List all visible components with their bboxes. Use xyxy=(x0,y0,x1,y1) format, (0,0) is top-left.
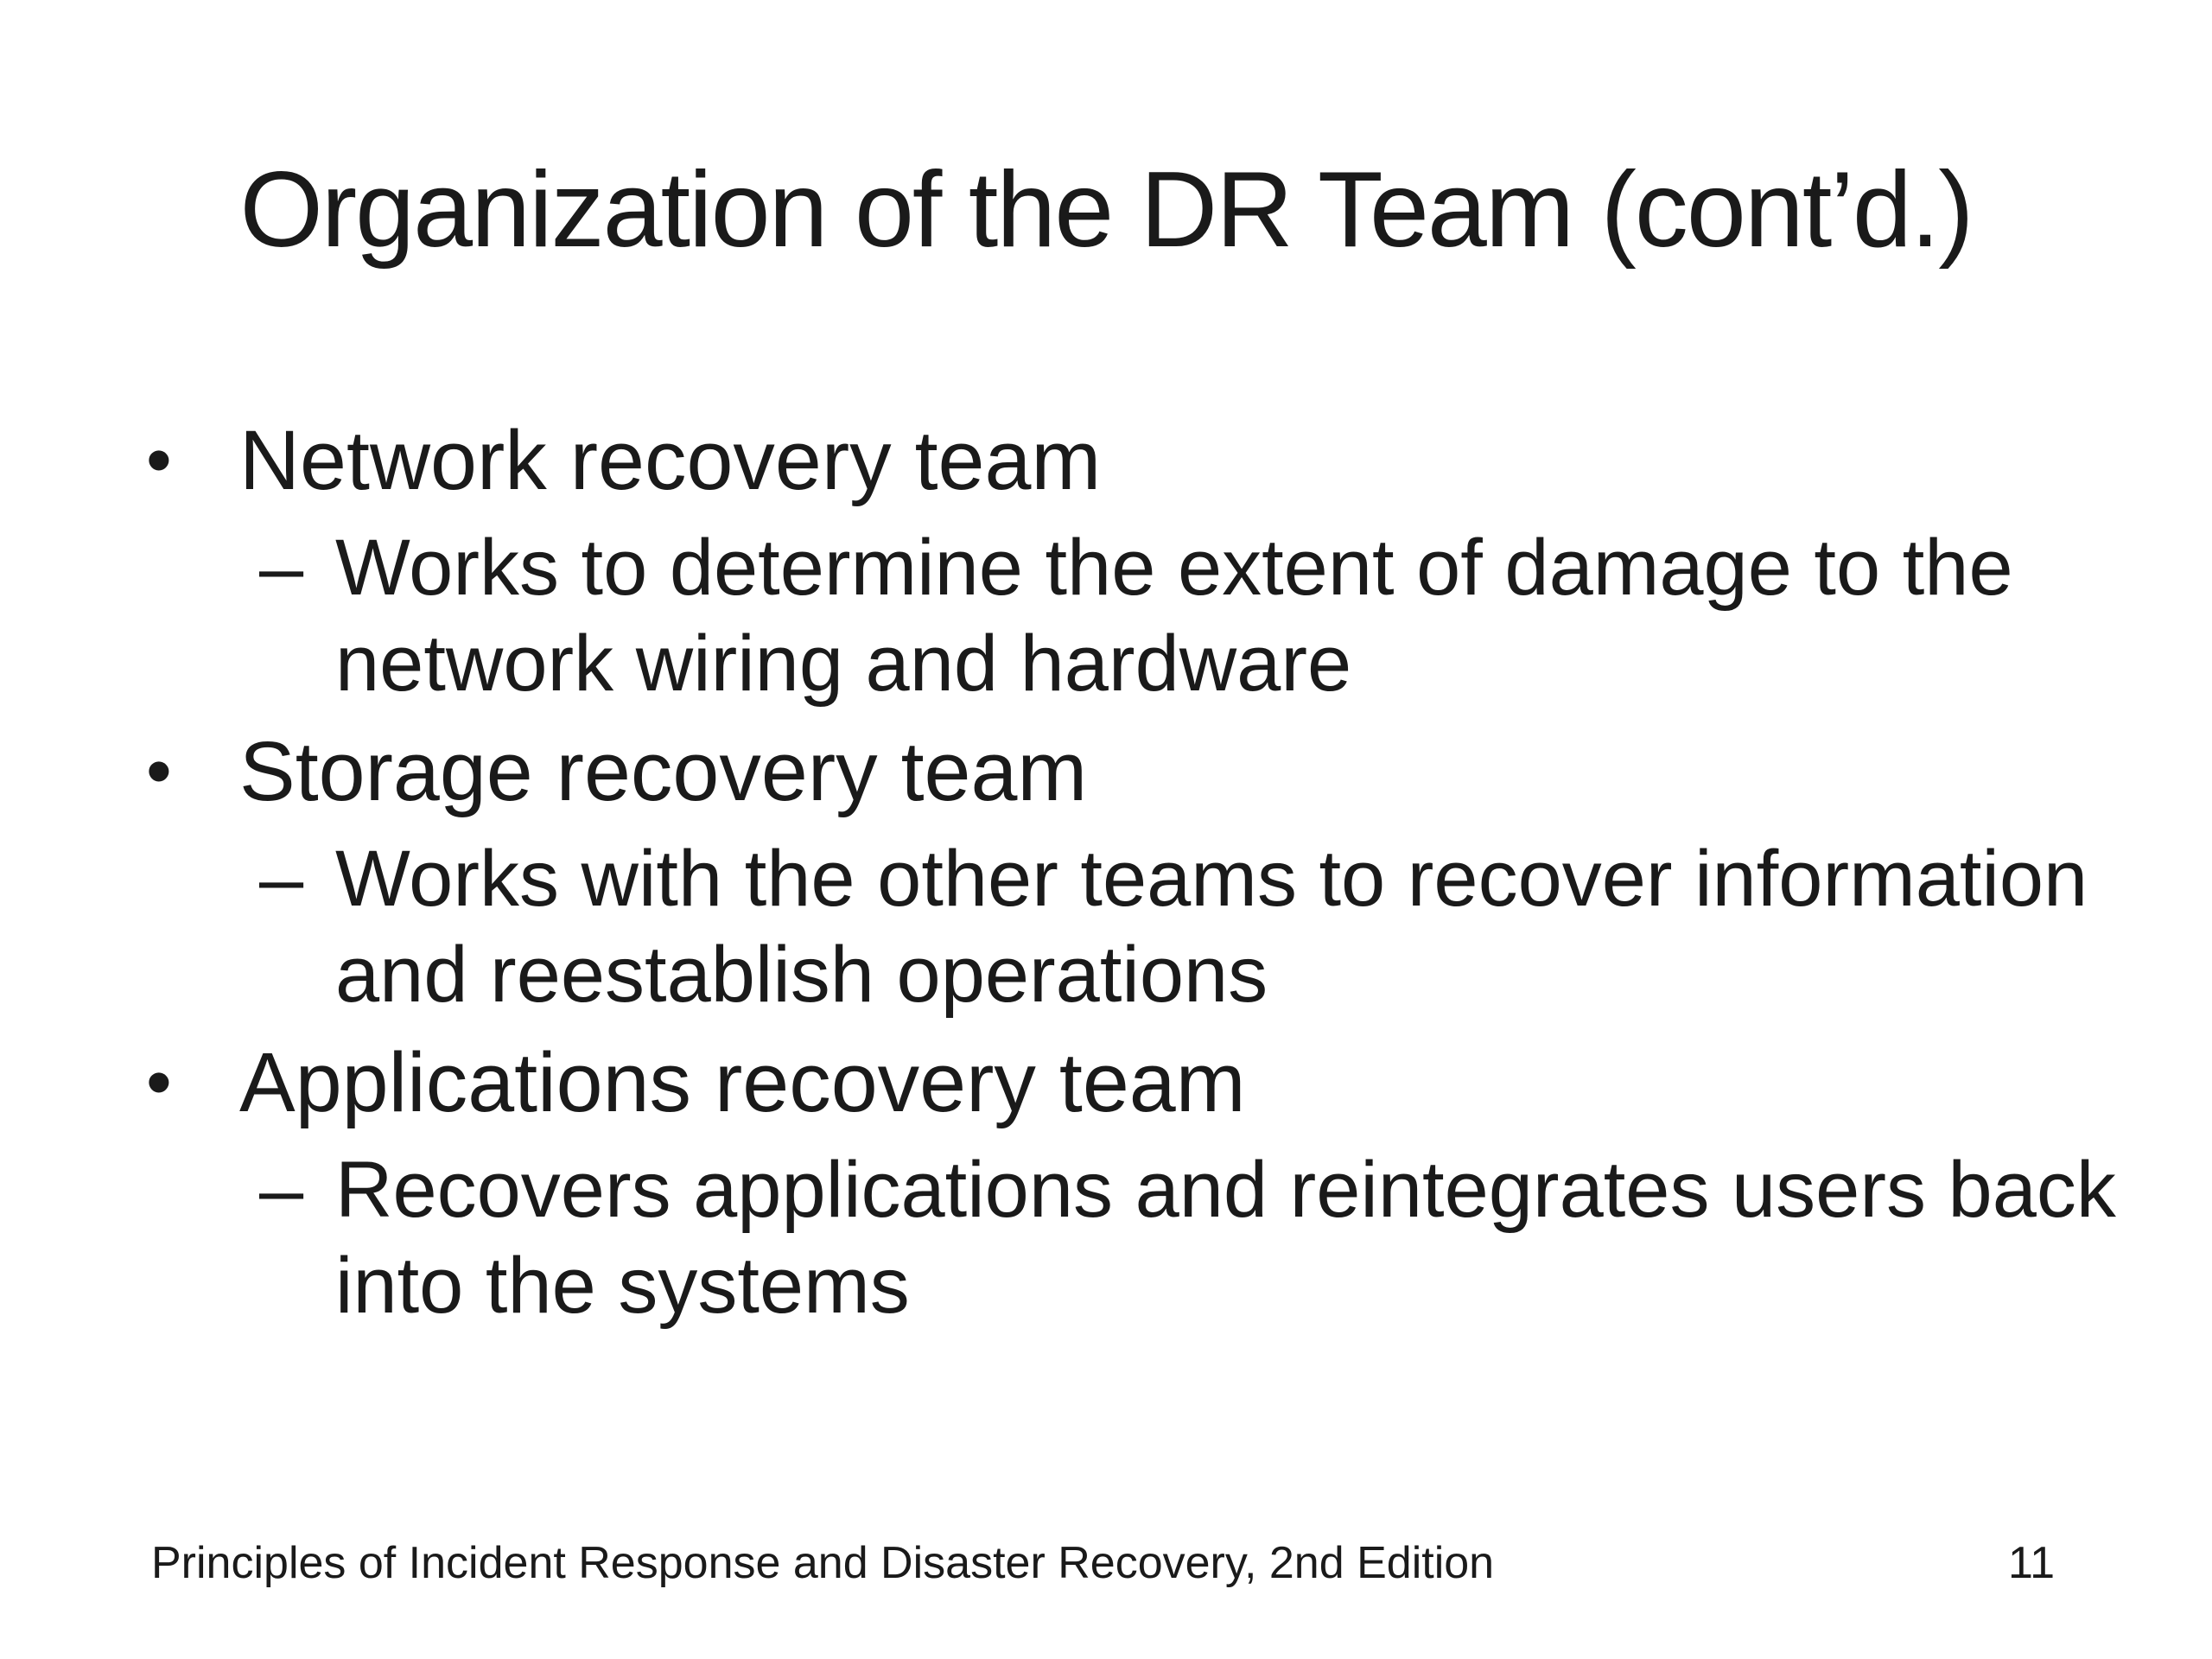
page-number: 11 xyxy=(2008,1538,2055,1588)
sub-bullet-text: Recovers applications and reintegrates u… xyxy=(335,1142,2116,1334)
bullet-item: • Applications recovery team xyxy=(143,1028,2056,1137)
sub-bullet-line: Works with the other teams to recover in… xyxy=(335,835,2088,923)
sub-bullet-text: Works with the other teams to recover in… xyxy=(335,831,2088,1023)
bullet-marker-icon: • xyxy=(146,730,172,812)
footer-title: Principles of Incident Response and Disa… xyxy=(151,1538,1495,1588)
bullet-marker-icon: • xyxy=(146,419,172,501)
sub-bullet-line: Works to determine the extent of damage … xyxy=(335,524,2013,612)
sub-bullet-line: and reestablish operations xyxy=(335,931,1268,1019)
slide-title: Organization of the DR Team (cont’d.) xyxy=(239,150,1974,270)
sub-bullet-item: – Recovers applications and reintegrates… xyxy=(143,1142,2116,1334)
sub-bullet-line: into the systems xyxy=(335,1242,910,1330)
bullet-label: Storage recovery team xyxy=(239,724,1088,818)
sub-bullet-item: – Works to determine the extent of damag… xyxy=(143,520,2056,712)
bullet-label: Network recovery team xyxy=(239,413,1102,507)
dash-marker-icon: – xyxy=(259,835,304,923)
dash-marker-icon: – xyxy=(259,1146,304,1234)
sub-bullet-line: Recovers applications and reintegrates u… xyxy=(335,1146,2116,1234)
bullet-item: • Network recovery team xyxy=(143,406,2056,515)
footer: Principles of Incident Response and Disa… xyxy=(151,1538,2055,1590)
bullet-label: Applications recovery team xyxy=(239,1035,1246,1129)
bullet-marker-icon: • xyxy=(146,1041,172,1123)
dash-marker-icon: – xyxy=(259,524,304,612)
sub-bullet-line: network wiring and hardware xyxy=(335,620,1352,708)
sub-bullet-text: Works to determine the extent of damage … xyxy=(335,520,2056,712)
bullet-item: • Storage recovery team xyxy=(143,717,2056,826)
slide-body: • Network recovery team – Works to deter… xyxy=(143,406,2116,1339)
sub-bullet-item: – Works with the other teams to recover … xyxy=(143,831,2088,1023)
